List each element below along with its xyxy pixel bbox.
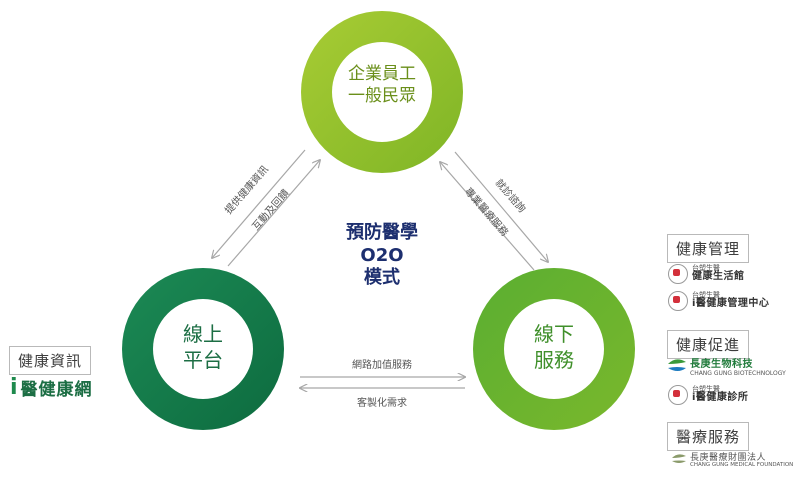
top-ring [301,11,463,173]
right-node-line1: 線下 [534,322,574,346]
health-life-logo: 台塑生醫 健康生活館 [668,264,745,284]
arrow-label-bottom-upper: 網路加值服務 [352,358,412,371]
logo-main: 長庚生物科技 [690,359,753,370]
logo-small: 台塑生醫 [692,291,720,300]
top-node-label: 企業員工 一般民眾 [332,64,432,108]
arrow-icon [454,151,548,262]
right-node-label: 線下 服務 [514,322,594,373]
arrow-label-bottom-lower: 客製化需求 [357,396,407,409]
logo-small: CHANG GUNG MEDICAL FOUNDATION [690,462,794,469]
left-arrows: 提供健康資訊 互動及回饋 [212,149,320,267]
logo-main: i醫健康管理中心 [692,298,770,310]
health-mgmt-box: 健康管理 [667,234,750,263]
arrow-label-left-upper: 提供健康資訊 [222,163,271,217]
logo-badge-icon [668,264,688,284]
cg-medical-foundation-logo: 長庚醫療財團法人 CHANG GUNG MEDICAL FOUNDATION [690,453,794,469]
logo-badge-icon [668,385,688,405]
medical-service-box: 醫療服務 [667,422,750,451]
top-node-line1: 企業員工 [348,64,416,84]
leaf-logo-icon [672,454,686,463]
logo-small: 台塑生醫 [692,385,720,394]
left-ring [122,268,284,430]
right-node-line2: 服務 [534,347,574,372]
bottom-arrows: 網路加值服務 客製化需求 [300,358,465,409]
center-title: 預防醫學 O2O 模式 [322,222,442,290]
i-health-net-logo: i 醫健康網 [10,375,93,400]
center-line1: 預防醫學 [346,222,418,243]
i-health-mgmt-center-logo: 台塑生醫 i醫健康管理中心 [668,291,769,311]
right-ring [473,268,635,430]
arrow-label-right-upper: 就診諮詢 [493,176,529,215]
center-line2: O2O [360,244,404,266]
health-promo-box: 健康促進 [667,330,750,359]
logo-main: i醫健康診所 [692,392,749,404]
cg-biotech-logo: 長庚生物科技 CHANG GUNG BIOTECHNOLOGY [690,359,786,377]
i-health-clinic-logo: 台塑生醫 i醫健康診所 [668,385,748,405]
right-arrows: 就診諮詢 專業醫療服務 [440,151,548,271]
left-node-line1: 線上 [183,322,223,346]
top-node-line2: 一般民眾 [348,85,416,106]
left-node-line2: 平台 [183,347,223,372]
health-info-box: 健康資訊 [9,346,92,375]
logo-text: 醫健康網 [20,380,93,400]
logo-small: 台塑生醫 [692,264,720,273]
logo-i: i [10,375,18,400]
arrow-label-left-lower: 互動及回饋 [249,187,292,233]
center-line3: 模式 [364,267,400,288]
logo-small: CHANG GUNG BIOTECHNOLOGY [690,369,786,377]
left-node-label: 線上 平台 [163,322,243,373]
arrow-icon [440,162,535,271]
arrow-icon [212,149,306,258]
logo-badge-icon [668,291,688,311]
logo-main: 健康生活館 [692,271,745,283]
leaf-logo-icon [668,359,686,371]
logo-main: 長庚醫療財團法人 [690,453,767,463]
arrow-icon [227,160,320,267]
